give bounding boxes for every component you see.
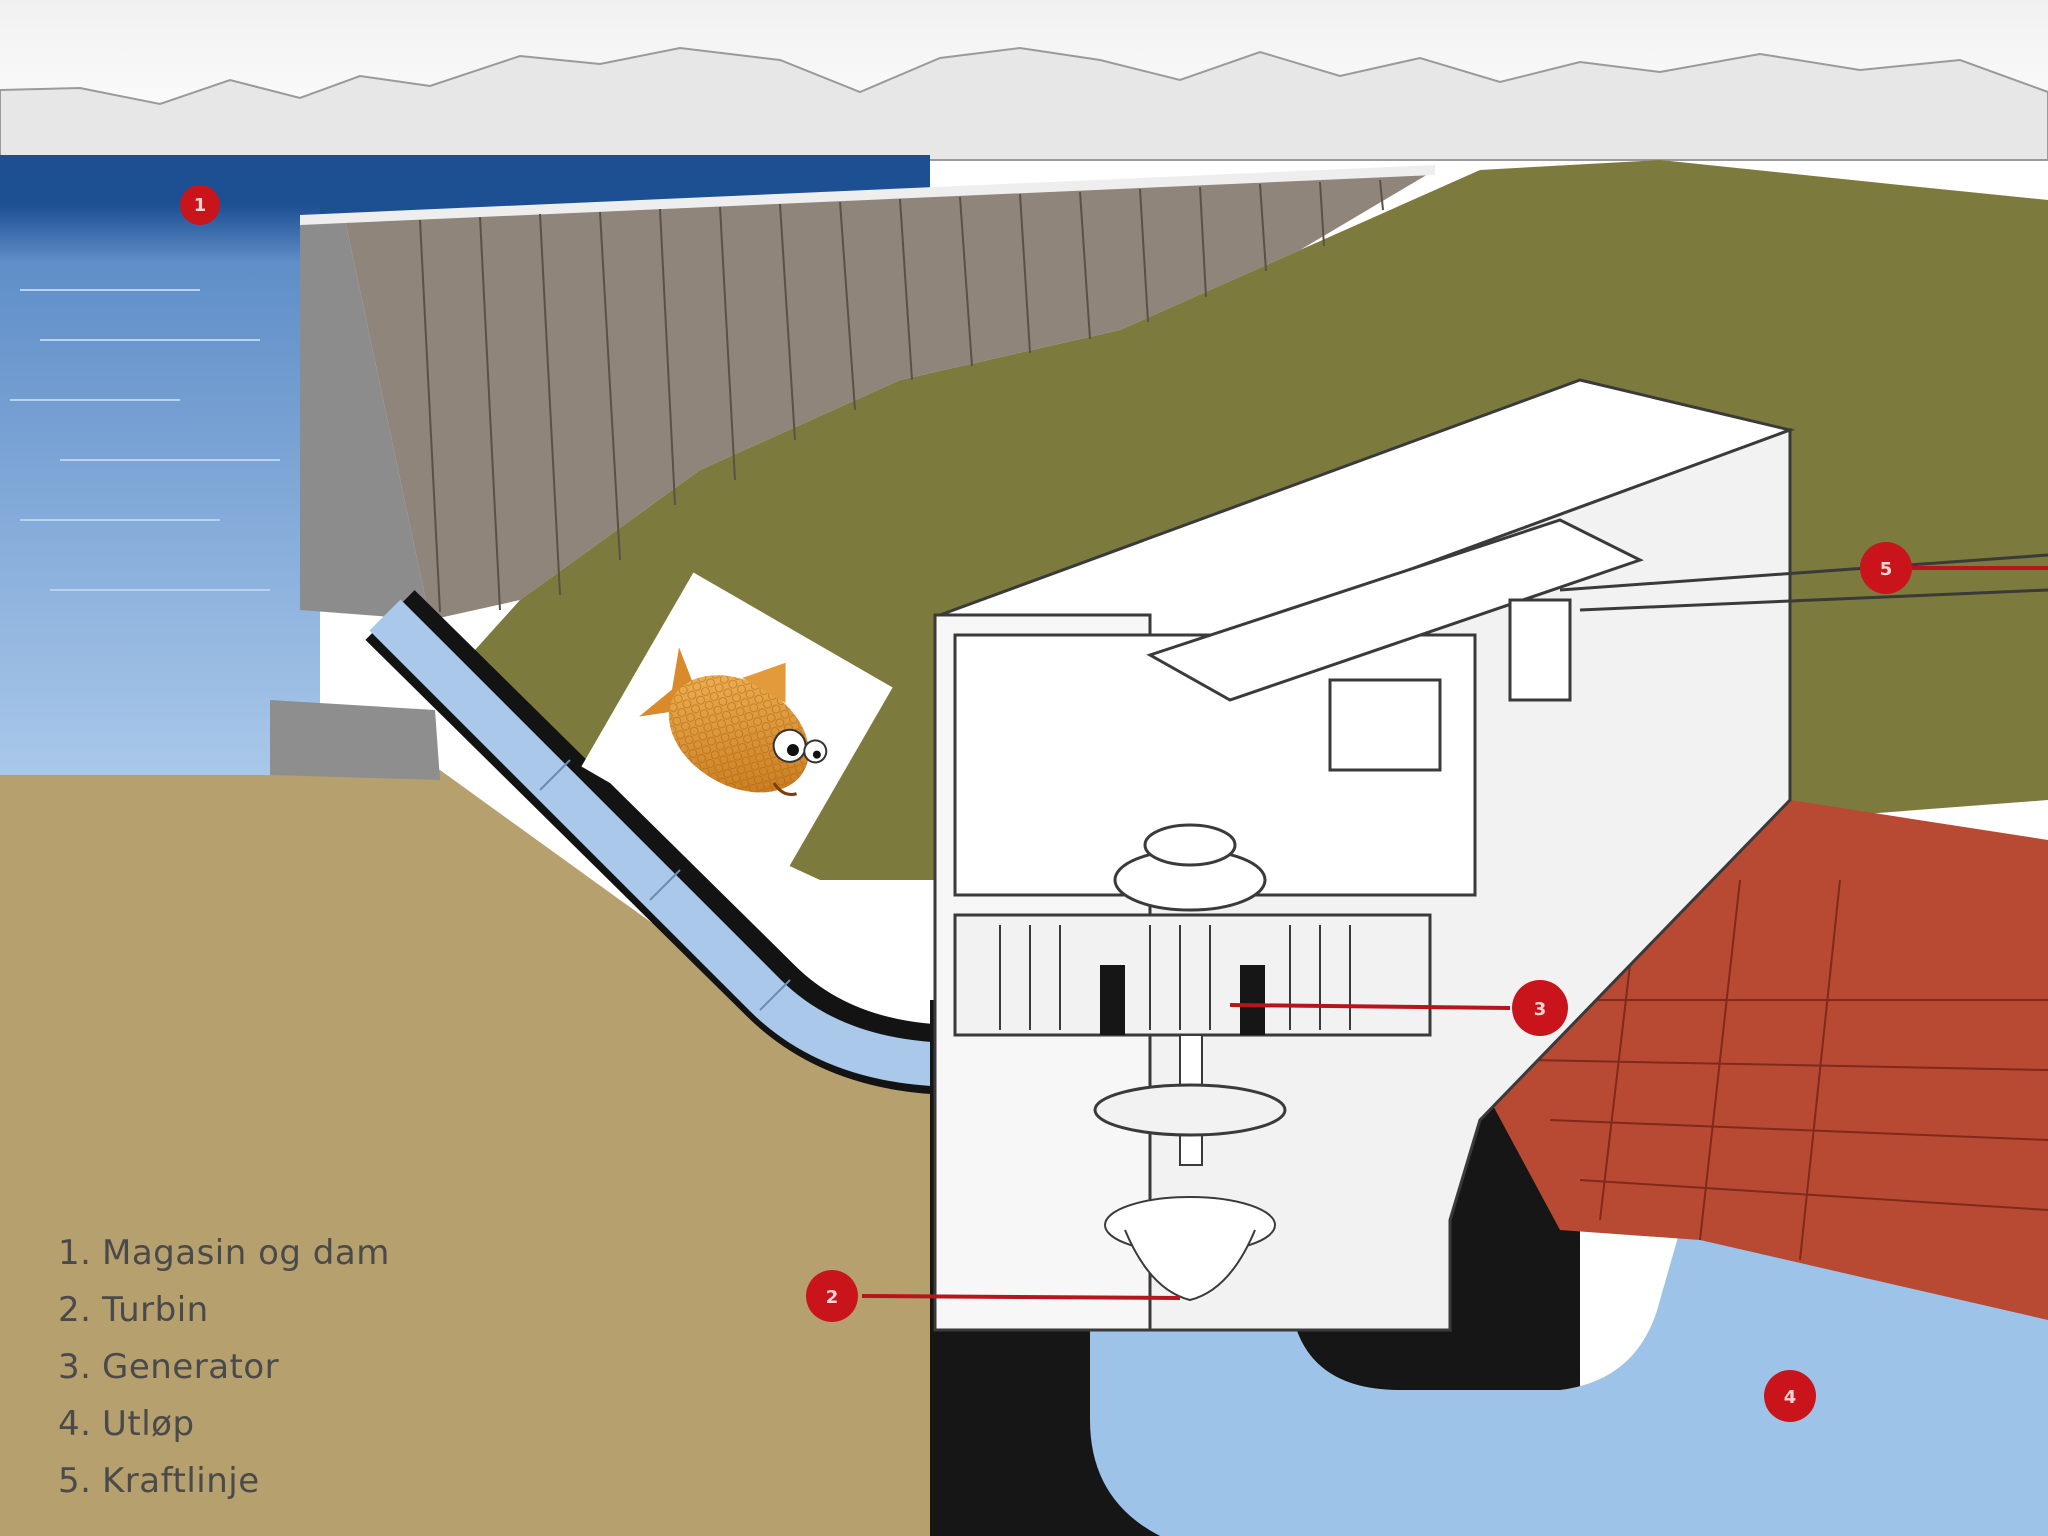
legend-number: 2.: [58, 1282, 102, 1339]
legend-number: 5.: [58, 1453, 102, 1510]
marker-4-text: 4: [1784, 1387, 1797, 1408]
marker-5-text: 5: [1880, 559, 1893, 580]
generator-core-left: [1100, 965, 1125, 1035]
legend-label: Utløp: [102, 1404, 195, 1444]
legend-label: Magasin og dam: [102, 1233, 390, 1273]
legend-label: Generator: [102, 1347, 279, 1387]
marker-3: 3: [1512, 980, 1568, 1036]
marker-2: 2: [806, 1270, 858, 1322]
marker-1-text: 1: [194, 195, 207, 216]
generator-core-right: [1240, 965, 1265, 1035]
legend-label: Turbin: [102, 1290, 209, 1330]
generator-housing: [955, 915, 1430, 1035]
legend-item-turbine: 2.Turbin: [58, 1282, 390, 1339]
transformer: [1510, 600, 1570, 700]
exciter-top: [1145, 825, 1235, 865]
marker-4: 4: [1764, 1370, 1816, 1422]
turbine-collar: [1095, 1085, 1285, 1135]
legend-number: 3.: [58, 1339, 102, 1396]
legend-item-outlet: 4.Utløp: [58, 1396, 390, 1453]
marker-5: 5: [1860, 542, 1912, 594]
crane-block: [1330, 680, 1440, 770]
marker-3-text: 3: [1534, 999, 1547, 1020]
legend-number: 1.: [58, 1225, 102, 1282]
marker-1: 1: [180, 185, 220, 225]
legend-item-generator: 3.Generator: [58, 1339, 390, 1396]
legend-number: 4.: [58, 1396, 102, 1453]
marker-2-text: 2: [826, 1287, 839, 1308]
legend-item-reservoir: 1.Magasin og dam: [58, 1225, 390, 1282]
intake-block: [270, 700, 440, 780]
legend-item-power-line: 5.Kraftlinje: [58, 1453, 390, 1510]
legend-label: Kraftlinje: [102, 1461, 260, 1501]
legend: 1.Magasin og dam 2.Turbin 3.Generator 4.…: [58, 1225, 390, 1510]
